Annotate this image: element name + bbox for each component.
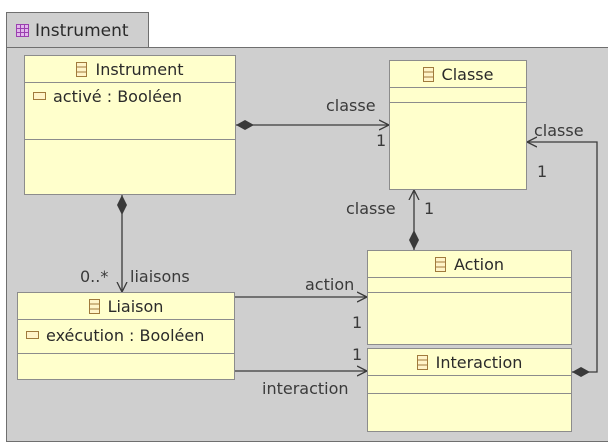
class-action[interactable]: Action (367, 250, 572, 345)
class-name: Liaison (107, 296, 164, 316)
class-name: Instrument (95, 59, 184, 79)
edge-instrument-classe[interactable] (236, 120, 389, 130)
attribute-icon (26, 331, 39, 339)
class-interaction[interactable]: Interaction (367, 348, 572, 432)
edge-instrument-liaisons[interactable] (117, 195, 127, 292)
attribute-active[interactable]: activé : Booléen (25, 83, 235, 109)
attribute-label: exécution : Booléen (46, 325, 205, 345)
multiplicity-instrument-liaisons: 0..* (80, 267, 109, 286)
package-name: Instrument (35, 21, 129, 41)
role-label-instrument-liaisons: liaisons (130, 267, 190, 286)
edge-interaction-classe[interactable] (527, 142, 598, 377)
attribute-label: activé : Booléen (53, 86, 183, 106)
class-name: Interaction (435, 352, 523, 372)
role-label-liaison-action: action (305, 275, 355, 294)
attribute-execution[interactable]: exécution : Booléen (18, 320, 234, 350)
role-label-instrument-classe: classe (326, 96, 376, 115)
multiplicity-interaction-classe: 1 (537, 162, 548, 181)
multiplicity-liaison-action: 1 (352, 313, 363, 332)
package-tab[interactable]: Instrument (6, 12, 149, 48)
role-label-liaison-interaction: interaction (262, 379, 349, 398)
role-label-interaction-classe: classe (534, 121, 584, 140)
edge-action-classe[interactable] (409, 190, 419, 250)
class-icon (76, 61, 88, 77)
class-name: Action (453, 254, 505, 274)
class-icon (88, 298, 100, 314)
multiplicity-liaison-interaction: 1 (352, 345, 363, 364)
class-liaison[interactable]: Liaison exécution : Booléen (17, 292, 235, 380)
class-classe[interactable]: Classe (389, 60, 527, 190)
class-name: Classe (441, 64, 494, 84)
package-icon (16, 24, 29, 37)
multiplicity-action-classe: 1 (424, 199, 435, 218)
role-label-action-classe: classe (346, 199, 396, 218)
multiplicity-instrument-classe: 1 (376, 131, 387, 150)
class-icon (422, 66, 434, 82)
class-instrument[interactable]: Instrument activé : Booléen (24, 55, 236, 195)
attribute-icon (33, 92, 46, 100)
class-icon (416, 354, 428, 370)
class-icon (434, 256, 446, 272)
